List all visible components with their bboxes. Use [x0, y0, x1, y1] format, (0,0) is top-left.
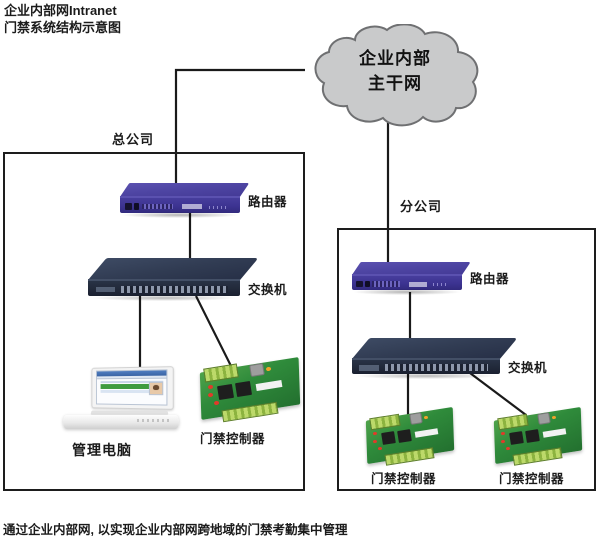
pcb-chip-2: [235, 381, 252, 398]
cloud-label-line-2: 主干网: [368, 74, 422, 93]
device-label-router-branch: 路由器: [470, 272, 510, 286]
diagram-caption: 通过企业内部网, 以实现企业内部网跨地域的门禁考勤集中管理: [3, 523, 348, 537]
device-switch-branch[interactable]: [352, 338, 518, 379]
router-top-face: [352, 262, 471, 275]
device-label-access-controller-branch-left: 门禁控制器: [371, 472, 437, 486]
router-front-face: [352, 274, 462, 290]
device-label-access-controller-branch-right: 门禁控制器: [499, 472, 565, 486]
pcb-led-red-1: [207, 384, 214, 389]
device-management-computer[interactable]: [63, 366, 179, 429]
site-box-branch: [337, 228, 596, 491]
pcb-chip-1: [217, 383, 234, 400]
device-access-controller-hq[interactable]: [199, 356, 301, 423]
router-ethernet-ports: [371, 281, 401, 287]
link-cloud-to-hq: [174, 68, 305, 200]
title-line-1: 企业内部网Intranet: [4, 3, 117, 18]
screen-portrait-photo: [148, 382, 163, 396]
title-line-2: 门禁系统结构示意图: [4, 20, 122, 35]
cloud-shape: [314, 23, 479, 127]
link-branch-switch-ctrl-right: [469, 372, 527, 416]
cloud-label: 企业内部 主干网: [303, 46, 487, 96]
screen-table-row: [99, 389, 150, 393]
screen-highlight-bar: [99, 383, 150, 389]
router-led-strip: [433, 283, 449, 286]
router-power-knob: [124, 202, 132, 210]
switch-front-face: [352, 358, 500, 374]
laptop-lid: [90, 366, 173, 411]
laptop-base: [63, 415, 179, 429]
laptop-screen: [95, 369, 168, 406]
pcb-led-red-3: [213, 400, 220, 405]
device-label-switch-hq: 交换机: [248, 283, 288, 297]
cloud-label-line-1: 企业内部: [359, 49, 431, 68]
switch-top-face: [88, 258, 259, 281]
router-front-face: [120, 196, 240, 213]
device-label-access-controller-hq: 门禁控制器: [200, 432, 266, 446]
site-label-hq: 总公司: [112, 132, 155, 147]
diagram-title: 企业内部网Intranet 门禁系统结构示意图: [4, 2, 121, 36]
router-shadow: [354, 289, 460, 295]
device-label-management-computer: 管理电脑: [72, 442, 132, 458]
switch-top-face: [352, 338, 518, 359]
site-box-hq: [3, 152, 305, 491]
router-ethernet-ports: [141, 203, 173, 210]
switch-status-panel: [359, 365, 379, 371]
router-led-strip: [208, 205, 226, 209]
router-power-knob: [356, 280, 363, 288]
router-top-face: [120, 183, 250, 197]
device-router-branch[interactable]: [352, 262, 471, 295]
device-router-hq[interactable]: [120, 183, 250, 218]
router-module-slot: [409, 281, 427, 287]
switch-port-row: [121, 285, 228, 293]
pcb-chip-2: [396, 429, 412, 444]
router-console-port: [365, 280, 370, 288]
router-console-port: [134, 203, 140, 210]
switch-shadow: [356, 373, 496, 379]
device-switch-hq[interactable]: [88, 258, 259, 301]
device-label-router-hq: 路由器: [248, 195, 288, 209]
router-module-slot: [182, 204, 202, 210]
switch-port-row: [384, 364, 489, 372]
backbone-cloud: 企业内部 主干网: [303, 23, 487, 130]
link-hq-switch-controller: [195, 295, 233, 369]
site-label-branch: 分公司: [400, 199, 443, 214]
switch-status-panel: [95, 286, 116, 293]
device-access-controller-branch-right[interactable]: [493, 407, 583, 467]
switch-shadow: [92, 295, 236, 301]
switch-front-face: [88, 279, 240, 296]
router-shadow: [122, 212, 238, 218]
device-label-switch-branch: 交换机: [508, 361, 548, 375]
device-access-controller-branch-left[interactable]: [365, 407, 455, 467]
pcb-chip-2: [524, 429, 540, 444]
pcb-relay: [249, 362, 265, 378]
pcb-led-amber: [265, 366, 272, 371]
